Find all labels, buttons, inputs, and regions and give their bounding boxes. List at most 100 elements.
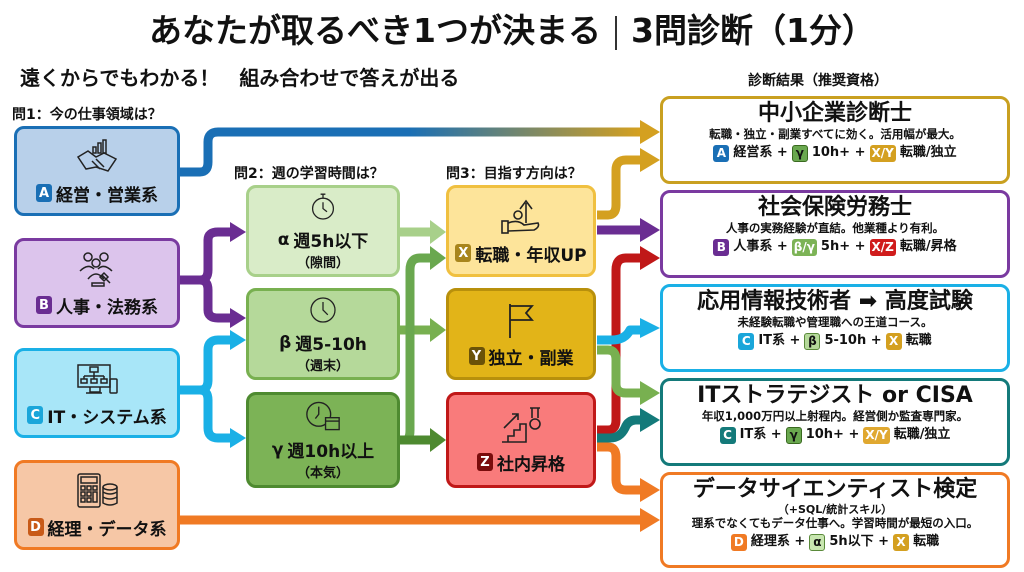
option-label: 転職・年収UP: [475, 245, 587, 266]
title-main: あなたが取るべき1つが決まる: [149, 11, 602, 50]
question-1-label: 問1：今の仕事領域は？: [12, 107, 162, 123]
result-recipe: D 経理系 + α 5h以下 + X 転職: [663, 532, 1007, 552]
badge-D: D: [27, 518, 44, 536]
link-A-result1: [178, 127, 640, 177]
link-Z-result4: [597, 415, 641, 443]
option-label: 週5-10h: [295, 335, 367, 355]
title-sub: 3問診断（1分）: [631, 11, 875, 50]
recipe-badge: β/γ: [791, 238, 817, 256]
recipe-text: 転職: [913, 534, 940, 549]
result-recipe: B 人事系 + β/γ 5h+ + X/Z 転職/昇格: [663, 237, 1007, 257]
link-Y-result3: [597, 325, 640, 345]
option-label: 経営・営業系: [56, 185, 158, 206]
recipe-text: 転職: [905, 333, 932, 348]
recipe-badge: B: [713, 238, 730, 256]
recipe-text: 5h+ +: [820, 239, 866, 254]
recipe-text: 転職/独立: [899, 145, 957, 160]
arrow-head: [640, 120, 660, 144]
result-title: データサイエンティスト検定: [692, 477, 978, 502]
link-Y-result4: [597, 345, 640, 398]
badge-Z: Z: [477, 453, 493, 471]
recipe-badge: A: [713, 144, 730, 162]
option-label: 週5h以下: [293, 232, 369, 252]
result-title: 社会保険労務士: [757, 195, 912, 220]
result-it-strategist-cisa: ITストラテジスト or CISA 年収1,000万円以上射程内。経営側か監査専…: [660, 378, 1010, 466]
option-symbol: α: [277, 229, 290, 250]
title-divider: [615, 15, 618, 50]
link-C-beta: [178, 335, 232, 395]
result-recipe: A 経営系 + γ 10h+ + X/Y 転職/独立: [663, 143, 1007, 163]
result-title: ITストラテジスト or CISA: [697, 383, 973, 408]
stopwatch-icon: [311, 193, 335, 220]
badge-B: B: [36, 296, 52, 314]
recipe-badge: γ: [785, 426, 802, 444]
recipe-text: 10h+ +: [811, 145, 866, 160]
link-gamma-X: [400, 253, 432, 445]
result-applied-info-tech: 応用情報技術者 ➡ 高度試験 未経験転職や管理職への王道コース。 C IT系 +…: [660, 284, 1010, 372]
result-description: 年収1,000万円以上射程内。経営側か監査専門家。: [701, 409, 969, 423]
recipe-badge: D: [730, 533, 747, 551]
handshake-chart-icon: [76, 138, 118, 172]
recipe-text: 転職/昇格: [899, 239, 957, 254]
question-2-label: 問2：週の学習時間は？: [234, 166, 384, 182]
recipe-badge: C: [738, 332, 755, 350]
recipe-text: 人事系 +: [733, 239, 788, 254]
subtitle: 遠くからでもわかる！ 組み合わせで答えが出る: [20, 66, 460, 90]
link-B-beta: [199, 275, 232, 323]
people-gavel-icon: [79, 251, 113, 287]
recipe-badge: X: [885, 332, 902, 350]
option-label: 独立・副業: [488, 348, 574, 369]
result-title: 中小企業診断士: [757, 101, 912, 126]
option-symbol: β: [279, 332, 292, 353]
result-description: 未経験転職や管理職への王道コース。: [737, 315, 933, 329]
recipe-badge: X: [893, 533, 910, 551]
page-title: あなたが取るべき1つが決まる 3問診断（1分）: [0, 4, 1024, 52]
option-label: 週10h以上: [287, 442, 375, 462]
recipe-text: IT系 +: [739, 427, 782, 442]
recipe-badge: α: [809, 533, 826, 551]
result-data-scientist-certification: データサイエンティスト検定 （+SQL/統計スキル） 理系でなくてもデータ仕事へ…: [660, 472, 1010, 568]
option-symbol: γ: [271, 439, 284, 460]
option-sublabel: （隙間）: [296, 256, 349, 271]
recipe-text: 経理系 +: [750, 534, 806, 549]
option-sublabel: （本気）: [296, 466, 349, 481]
recipe-text: IT系 +: [758, 333, 801, 348]
calculator-database-icon: [77, 472, 118, 508]
link-X-result1: [597, 155, 640, 220]
recipe-badge: X/Y: [863, 426, 890, 444]
recipe-text: 経営系 +: [733, 145, 788, 160]
result-sme-consultant: 中小企業診断士 転職・独立・副業すべてに効く。活用幅が最大。 A 経営系 + γ…: [660, 96, 1010, 184]
question-3-label: 問3：目指す方向は？: [446, 166, 582, 182]
option-label: 社内昇格: [497, 454, 565, 475]
link-Z-result5: [597, 442, 640, 495]
link-B-alpha: [178, 227, 232, 285]
recipe-badge: X/Z: [869, 238, 896, 256]
results-heading: 診断結果（推奨資格）: [748, 73, 888, 89]
hand-money-arrow-icon: [501, 199, 540, 234]
clock-icon: [310, 297, 336, 323]
recipe-text: 5h以下 +: [829, 534, 890, 549]
result-description: 人事の実務経験が直結。他業種より有利。: [725, 221, 945, 235]
link-C-gamma: [199, 385, 232, 443]
link-Z-result2: [597, 253, 640, 435]
badge-A: A: [36, 184, 52, 202]
result-recipe: C IT系 + β 5-10h + X 転職: [663, 331, 1007, 351]
result-subnote: （+SQL/統計スキル）: [777, 503, 893, 516]
recipe-badge: γ: [791, 144, 808, 162]
result-title: 応用情報技術者 ➡ 高度試験: [697, 289, 973, 314]
stairs-medal-icon: [502, 406, 541, 443]
clock-calendar-icon: [306, 401, 340, 431]
result-recipe: C IT系 + γ 10h+ + X/Y 転職/独立: [663, 425, 1007, 445]
badge-Y: Y: [468, 347, 485, 365]
